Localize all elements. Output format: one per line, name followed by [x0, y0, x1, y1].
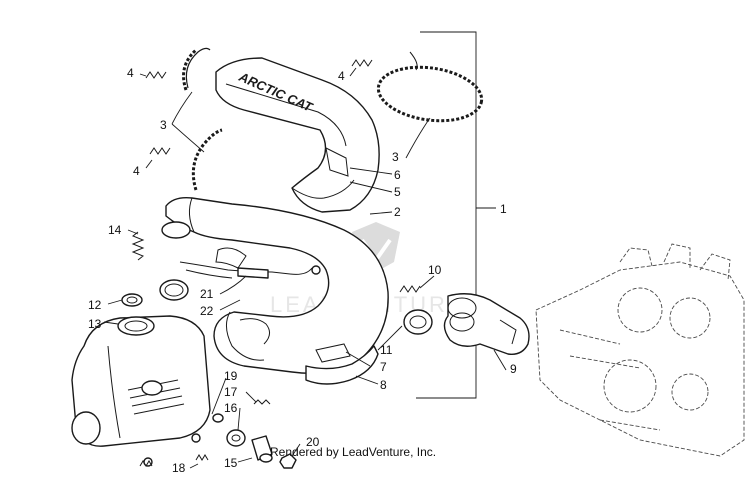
callout-6: 6	[394, 168, 401, 182]
callout-16: 16	[224, 401, 238, 415]
callout-17: 17	[224, 385, 238, 399]
coupler-ring	[403, 309, 433, 335]
sensor-harness	[179, 261, 321, 279]
callout-12: 12	[88, 298, 102, 312]
muffler	[71, 315, 211, 467]
callout-1: 1	[500, 202, 507, 216]
spring-upper-left	[145, 71, 167, 79]
callout-22: 22	[200, 304, 214, 318]
render-credit: Rendered by LeadVenture, Inc.	[270, 445, 436, 459]
strap-chain-loop	[376, 51, 484, 123]
spring-10	[399, 285, 421, 293]
engine-reference	[535, 243, 745, 457]
callout-21: 21	[200, 287, 214, 301]
grommet-16	[226, 429, 246, 447]
clamp-ring	[159, 279, 189, 301]
exhaust-pipe	[161, 196, 389, 374]
bumpers-18	[139, 454, 209, 467]
assembly-bracket	[416, 31, 496, 399]
callout-11: 11	[380, 343, 393, 357]
strap-chain-upper	[182, 47, 211, 91]
spacer-15	[251, 435, 273, 463]
callout-8: 8	[380, 378, 387, 392]
spring-17	[253, 399, 271, 405]
callout-18: 18	[172, 461, 186, 475]
spring-14	[131, 231, 145, 261]
callout-10: 10	[428, 263, 442, 277]
callout-15: 15	[224, 456, 238, 470]
leader-lines	[103, 67, 507, 469]
callout-19: 19	[224, 369, 238, 383]
nut-20	[279, 453, 297, 469]
exhaust-manifold	[443, 293, 530, 355]
hardware-19	[212, 413, 224, 423]
callout-9: 9	[510, 362, 517, 376]
callout-5: 5	[394, 185, 401, 199]
callout-3-right: 3	[392, 150, 399, 164]
callout-13: 13	[88, 317, 102, 331]
callout-4-upper-left: 4	[127, 66, 134, 80]
strap-chain-lower	[191, 128, 223, 191]
pipe-lower-shield	[305, 343, 379, 385]
heat-shield: ARCTIC CAT	[215, 57, 380, 213]
callout-4-top-right: 4	[338, 69, 345, 83]
callout-2: 2	[394, 205, 401, 219]
callout-labels: 1 2 3 3 4 4 4 5 6 7 8 9 10 11 12 13 14 1…	[88, 66, 517, 475]
callout-20: 20	[306, 435, 320, 449]
callout-14: 14	[108, 223, 122, 237]
spring-top-right	[351, 59, 373, 67]
gasket-12	[121, 293, 143, 307]
callout-3-left: 3	[160, 118, 167, 132]
spring-mid-left	[149, 147, 171, 155]
callout-7: 7	[380, 360, 387, 374]
callout-4-mid-left: 4	[133, 164, 140, 178]
